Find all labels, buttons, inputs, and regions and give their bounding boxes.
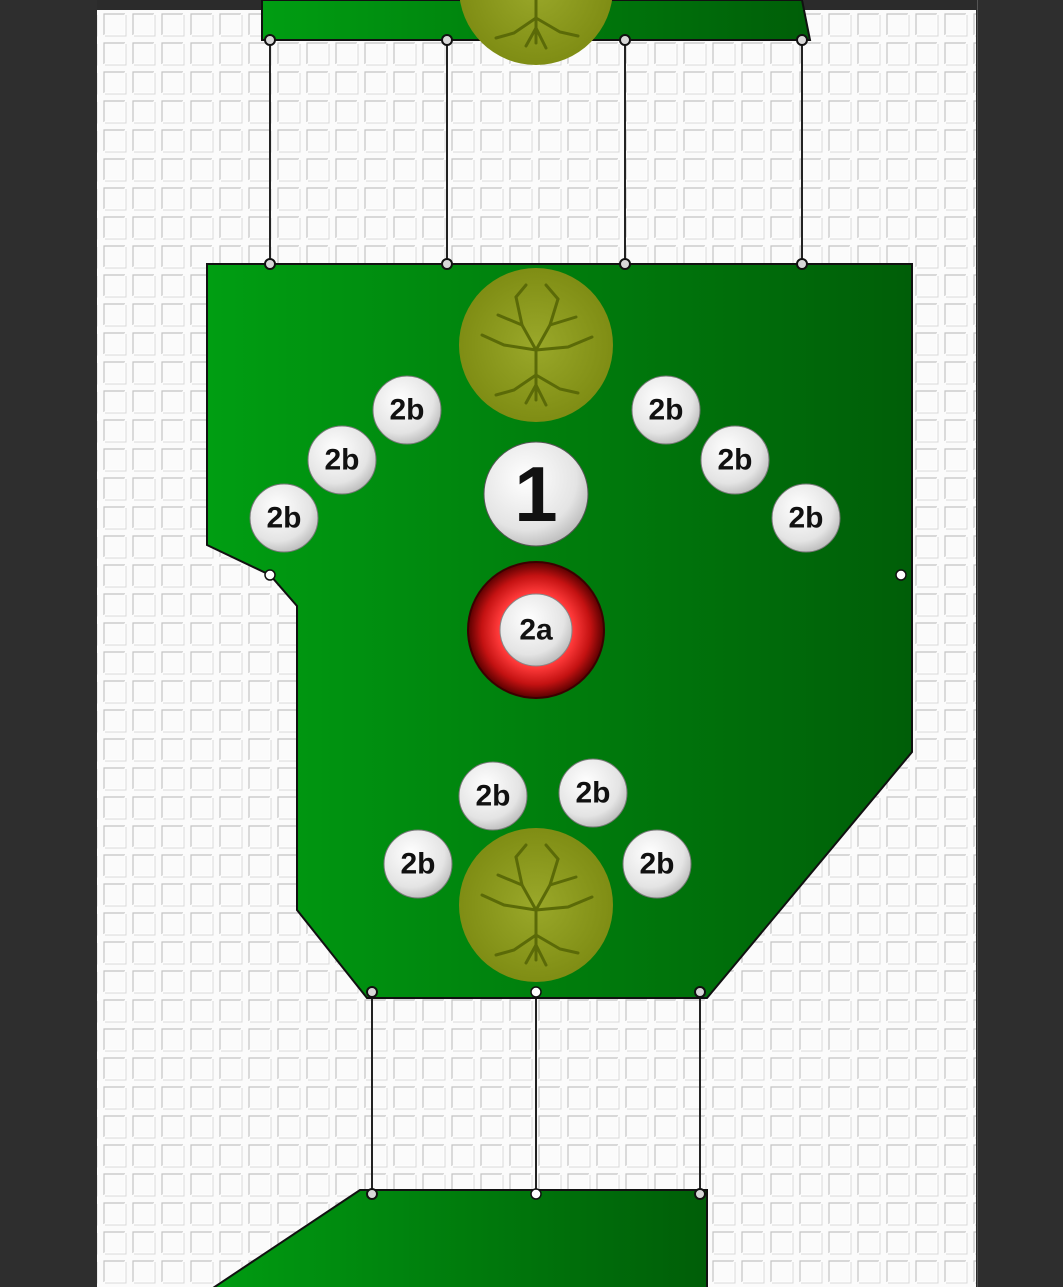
marker-2b-label: 2b <box>639 848 674 881</box>
marker-2b-label: 2b <box>575 777 610 810</box>
marker-2b[interactable]: 2b <box>308 426 376 494</box>
marker-1-label: 1 <box>514 450 557 538</box>
marker-2a-label: 2a <box>519 614 553 647</box>
connector-node <box>620 35 630 45</box>
marker-2b[interactable]: 2b <box>701 426 769 494</box>
marker-2b-label: 2b <box>717 444 752 477</box>
marker-2b[interactable]: 2b <box>459 762 527 830</box>
anchor-node <box>531 987 541 997</box>
connector-node <box>367 987 377 997</box>
marker-2b[interactable]: 2b <box>384 830 452 898</box>
tree-circle-icon <box>459 828 613 982</box>
marker-2b-label: 2b <box>648 394 683 427</box>
marker-2b-label: 2b <box>788 502 823 535</box>
marker-2b[interactable]: 2b <box>632 376 700 444</box>
marker-2b-label: 2b <box>400 848 435 881</box>
marker-2b[interactable]: 2b <box>373 376 441 444</box>
connector-node <box>442 35 452 45</box>
marker-2b-label: 2b <box>389 394 424 427</box>
connector-node <box>695 987 705 997</box>
marker-2b[interactable]: 2b <box>559 759 627 827</box>
connector-node <box>367 1189 377 1199</box>
connector-node <box>265 259 275 269</box>
marker-2b-label: 2b <box>324 444 359 477</box>
anchor-node <box>531 1189 541 1199</box>
connector-node <box>797 35 807 45</box>
marker-2a[interactable]: 2a <box>468 562 604 698</box>
marker-2b[interactable]: 2b <box>772 484 840 552</box>
marker-2b[interactable]: 2b <box>623 830 691 898</box>
connector-node <box>620 259 630 269</box>
connector-node <box>442 259 452 269</box>
connector-node <box>695 1189 705 1199</box>
marker-1[interactable]: 1 <box>484 442 588 546</box>
marker-2b-label: 2b <box>475 780 510 813</box>
anchor-node <box>896 570 906 580</box>
connector-node <box>797 259 807 269</box>
marker-2b[interactable]: 2b <box>250 484 318 552</box>
connector-node <box>265 35 275 45</box>
anchor-node <box>265 570 275 580</box>
tree-circle-icon <box>459 268 613 422</box>
marker-2b-label: 2b <box>266 502 301 535</box>
